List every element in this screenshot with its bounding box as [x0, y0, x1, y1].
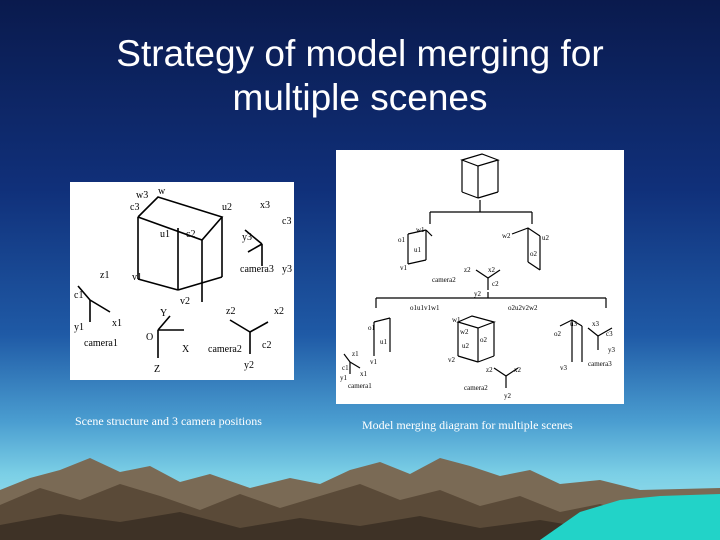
r-label-camera3: camera3: [588, 360, 612, 368]
r-label-o1: o1: [398, 236, 406, 244]
r-label-v3: v3: [560, 364, 568, 372]
r-label-w2: w2: [502, 232, 511, 240]
r-label-y2: y2: [474, 290, 482, 298]
label-x1: x1: [112, 318, 122, 329]
r-label-z2: z2: [464, 266, 471, 274]
label-v1: v1: [132, 272, 142, 283]
r-label-v1: v1: [400, 264, 408, 272]
label-w3: w3: [136, 190, 148, 201]
label-z1: z1: [100, 270, 109, 281]
r-label-z1: z1: [352, 350, 359, 358]
r-label-b-z2: z2: [486, 366, 493, 374]
model-merging-figure: o1 w1 u1 v1 w2 o2 u2 z2 x2 camera2 c2 y2…: [336, 150, 624, 404]
label-O: O: [146, 332, 153, 343]
caption-left: Scene structure and 3 camera positions: [75, 414, 262, 428]
label-y3-a: y3: [242, 232, 252, 243]
label-y2: y2: [244, 360, 254, 371]
label-u1: u1: [160, 229, 170, 240]
turquoise-water: [540, 494, 720, 540]
r-label-b-o2: o2: [480, 336, 488, 344]
r-label-b-v2: v2: [448, 356, 456, 364]
label-x2: x2: [274, 306, 284, 317]
label-y3-b: y3: [282, 264, 292, 275]
r-label-b-w2: w2: [460, 328, 469, 336]
caption-right: Model merging diagram for multiple scene…: [362, 418, 573, 432]
label-v2: v2: [180, 296, 190, 307]
label-camera1: camera1: [84, 338, 118, 349]
label-camera2: camera2: [208, 344, 242, 355]
r-label-merge-right: o2u2v2w2: [508, 304, 538, 312]
r-label-b-y2: y2: [504, 392, 512, 400]
label-c1: c1: [74, 290, 83, 301]
label-c2: c2: [186, 229, 195, 240]
r-label-x2: x2: [488, 266, 496, 274]
r-label-c3: c3: [606, 330, 613, 338]
r-label-b-o1: o1: [368, 324, 376, 332]
r-label-x3: x3: [592, 320, 600, 328]
label-x3: x3: [260, 200, 270, 211]
r-label-b-w1: w1: [452, 316, 461, 324]
model-merging-diagram: o1 w1 u1 v1 w2 o2 u2 z2 x2 camera2 c2 y2…: [340, 153, 616, 400]
scene-structure-figure: w3 w c3 u2 u1 c2 x3 c3 y3 camera3 y3 z1 …: [70, 182, 294, 380]
mountain-shadow: [0, 512, 720, 540]
r-label-b-camera2: camera2: [464, 384, 488, 392]
label-w: w: [158, 186, 166, 197]
slide-title: Strategy of model merging for multiple s…: [40, 32, 680, 120]
label-y1: y1: [74, 322, 84, 333]
label-u2: u2: [222, 202, 232, 213]
r-label-merge-left: o1u1v1w1: [410, 304, 440, 312]
label-c3: c3: [130, 202, 139, 213]
title-line-1: Strategy of model merging for: [116, 33, 604, 74]
r-label-o2: o2: [530, 250, 538, 258]
r-label-y3: y3: [608, 346, 616, 354]
r-label-camera1: camera1: [348, 382, 372, 390]
label-c2-right: c2: [262, 340, 271, 351]
r-label-b-x2: x2: [514, 366, 522, 374]
label-camera3: camera3: [240, 264, 274, 275]
r-label-camera2: camera2: [432, 276, 456, 284]
scene-structure-diagram: w3 w c3 u2 u1 c2 x3 c3 y3 camera3 y3 z1 …: [74, 186, 292, 375]
r-label-c1: c1: [342, 364, 349, 372]
r-label-u1: u1: [414, 246, 422, 254]
label-Y: Y: [160, 308, 167, 319]
r-label-b-u2: u2: [462, 342, 470, 350]
title-line-2: multiple scenes: [232, 77, 488, 118]
label-X: X: [182, 344, 190, 355]
r-label-u2: u2: [542, 234, 550, 242]
label-Z: Z: [154, 364, 160, 375]
r-label-b-v1: v1: [370, 358, 378, 366]
label-z2: z2: [226, 306, 235, 317]
r-label-u3: u3: [570, 320, 578, 328]
r-label-b-u1: u1: [380, 338, 388, 346]
label-c3-right: c3: [282, 216, 291, 227]
r-label-w1: w1: [416, 226, 425, 234]
r-label-y1: y1: [340, 374, 348, 382]
r-label-o2b: o2: [554, 330, 562, 338]
r-label-c2: c2: [492, 280, 499, 288]
r-label-x1: x1: [360, 370, 368, 378]
